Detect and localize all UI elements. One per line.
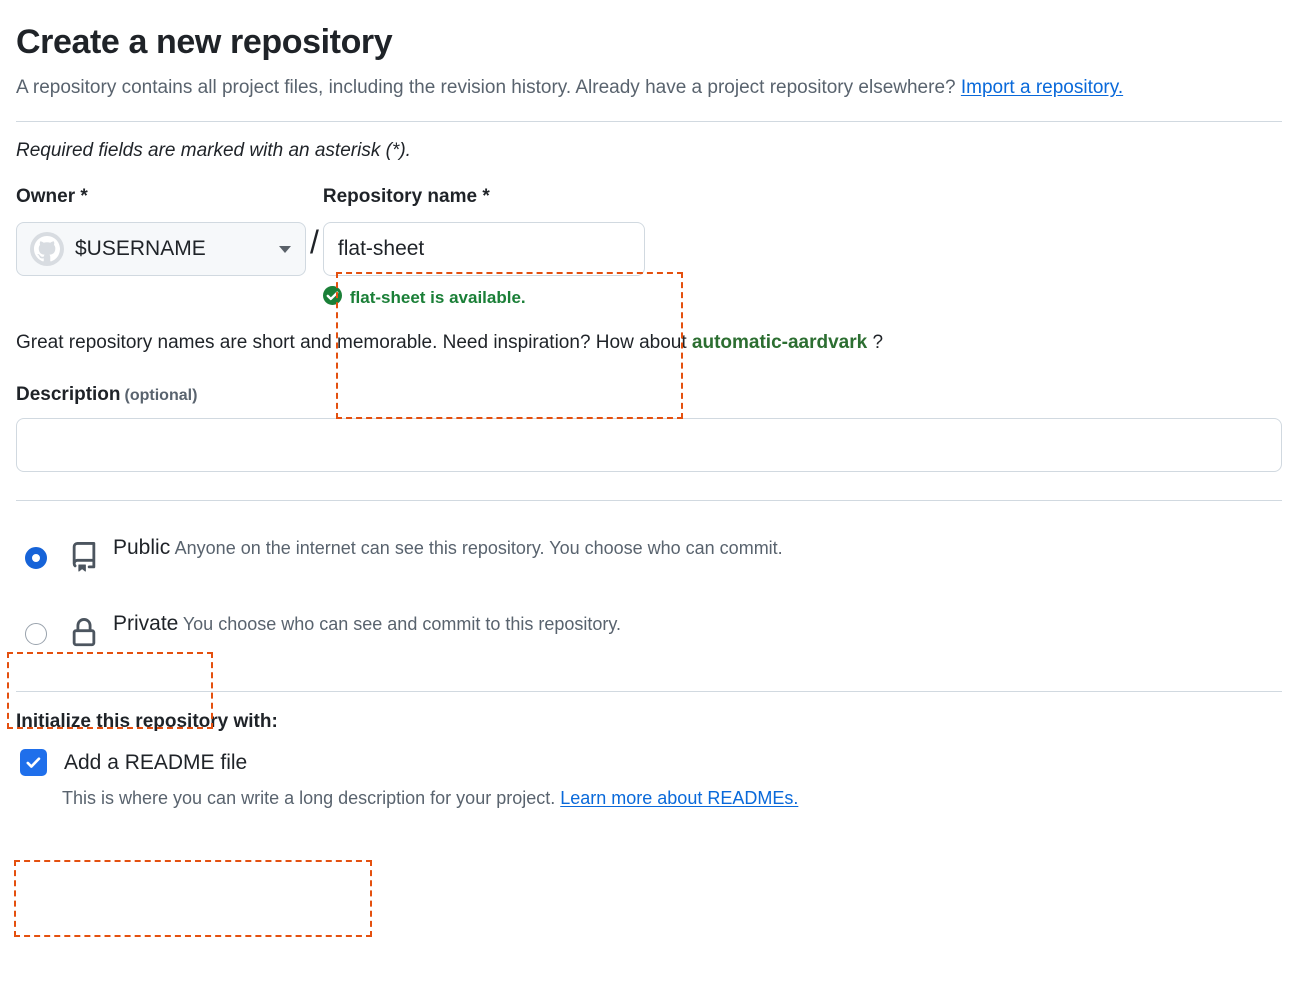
chevron-down-icon bbox=[279, 245, 291, 253]
description-divider bbox=[16, 500, 1282, 502]
import-repository-link[interactable]: Import a repository. bbox=[960, 76, 1124, 98]
add-readme-checkbox[interactable] bbox=[20, 749, 47, 777]
repository-name-input[interactable] bbox=[322, 222, 645, 277]
visibility-name-public: Public bbox=[113, 536, 171, 560]
visibility-option-private[interactable]: Private You choose who can see and commi… bbox=[16, 603, 1282, 679]
add-readme-label: Add a README file bbox=[64, 750, 248, 774]
visibility-description-public: Anyone on the internet can see this repo… bbox=[174, 538, 783, 559]
check-circle-icon bbox=[322, 286, 342, 310]
required-fields-note: Required fields are marked with an aster… bbox=[16, 140, 411, 162]
owner-repo-separator: / bbox=[310, 224, 319, 261]
owner-name: $USERNAME bbox=[75, 237, 206, 261]
radio-public[interactable] bbox=[25, 547, 47, 570]
owner-label: Owner * bbox=[16, 186, 88, 208]
initialize-section: Initialize this repository with: Add a R… bbox=[16, 711, 1282, 810]
visibility-options: Public Anyone on the internet can see th… bbox=[16, 527, 1282, 679]
visibility-name-private: Private bbox=[113, 612, 179, 636]
add-readme-row[interactable]: Add a README file bbox=[16, 749, 1282, 777]
visibility-option-public[interactable]: Public Anyone on the internet can see th… bbox=[16, 527, 1282, 603]
github-octocat-avatar bbox=[30, 232, 64, 267]
radio-private[interactable] bbox=[25, 623, 47, 646]
annotation-box-initialize-readme bbox=[14, 860, 372, 937]
header-divider bbox=[16, 121, 1282, 123]
name-suggestion-suffix: ? bbox=[867, 332, 884, 354]
availability-status: flat-sheet is available. bbox=[322, 286, 645, 310]
name-suggestion-prefix: Great repository names are short and mem… bbox=[16, 332, 692, 354]
add-readme-hint-text: This is where you can write a long descr… bbox=[62, 788, 561, 809]
visibility-divider bbox=[16, 691, 1282, 693]
description-label: Description bbox=[16, 384, 121, 406]
repository-name-field: Repository name * flat-sheet is availabl… bbox=[322, 186, 645, 310]
repository-name-label: Repository name * bbox=[322, 186, 490, 208]
availability-text: flat-sheet is available. bbox=[349, 288, 526, 308]
name-suggestion: Great repository names are short and mem… bbox=[16, 332, 1282, 354]
owner-repo-row: Owner * $USERNAME / Repository name * bbox=[16, 186, 1282, 310]
owner-select[interactable]: $USERNAME bbox=[16, 222, 306, 277]
description-input[interactable] bbox=[16, 418, 1282, 473]
description-field: Description(optional) bbox=[16, 384, 1282, 473]
initialize-title: Initialize this repository with: bbox=[16, 711, 278, 733]
description-optional-tag: (optional) bbox=[124, 387, 198, 405]
suggested-repository-name[interactable]: automatic-aardvark bbox=[691, 332, 868, 354]
visibility-description-private: You choose who can see and commit to thi… bbox=[182, 614, 622, 635]
repo-book-icon bbox=[69, 542, 99, 572]
lock-icon bbox=[69, 618, 99, 648]
create-repository-page: Create a new repository A repository con… bbox=[0, 22, 1298, 810]
page-title: Create a new repository bbox=[16, 23, 393, 61]
learn-more-readmes-link[interactable]: Learn more about READMEs. bbox=[560, 788, 799, 809]
add-readme-hint: This is where you can write a long descr… bbox=[62, 787, 1282, 810]
page-subtitle: A repository contains all project files,… bbox=[16, 73, 1196, 102]
owner-field: Owner * $USERNAME bbox=[16, 186, 306, 277]
page-subtitle-text: A repository contains all project files,… bbox=[16, 76, 961, 98]
